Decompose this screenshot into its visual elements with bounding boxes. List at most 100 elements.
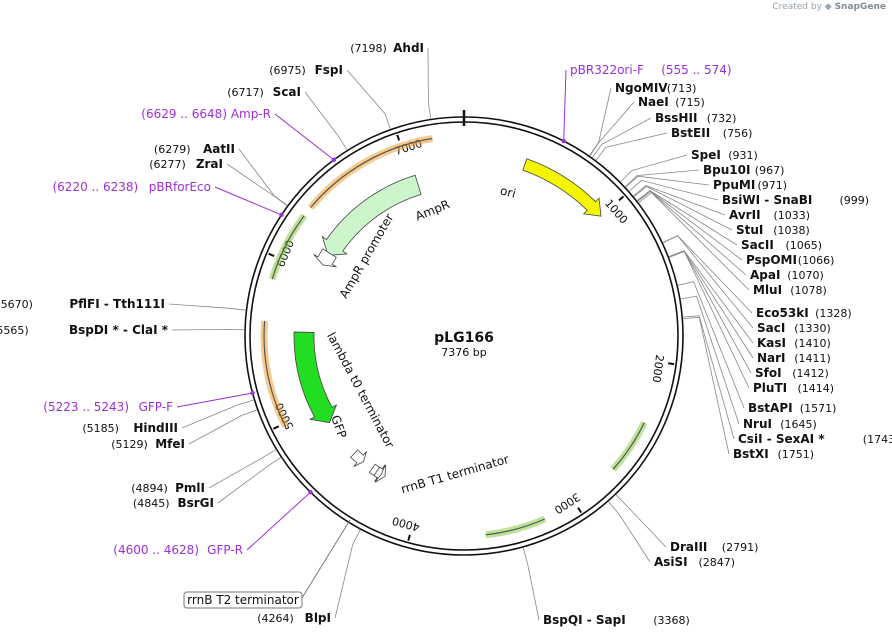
primer-range: (4600 .. 4628) <box>113 543 199 557</box>
enzyme-saci: SacI(1330) <box>757 321 831 335</box>
enzyme-name: BstAPI <box>748 401 793 415</box>
enzyme-name: Eco53kI <box>756 306 809 320</box>
primer-connector <box>246 491 311 551</box>
enzyme-connector <box>304 91 348 151</box>
enzyme-connector <box>668 250 754 344</box>
enzyme-name: BstEII <box>671 126 710 140</box>
enzyme-name: MluI <box>753 283 782 297</box>
enzyme-position: (5565) <box>0 324 29 337</box>
primer-gfp-r: GFP-R(4600 .. 4628) <box>113 489 313 557</box>
enzyme-position: (6717) <box>227 86 264 99</box>
enzyme-position: (1414) <box>798 382 835 395</box>
enzyme-naei: NaeI(715) <box>638 95 705 109</box>
enzyme-mlui: MluI (1078) <box>753 283 827 297</box>
enzyme-position: (6975) <box>269 64 306 77</box>
enzyme-bsshii: BssHII(732) <box>655 111 736 125</box>
ruler-tick <box>272 425 280 430</box>
primer-connector <box>214 186 282 216</box>
enzyme-position: (1571) <box>800 402 837 415</box>
enzyme-position: (1078) <box>790 284 827 297</box>
enzyme-position: (999) <box>840 194 870 207</box>
enzyme-position: (713) <box>667 82 697 95</box>
ruler-tick <box>618 195 625 202</box>
enzyme-draiii: DraIII(2791) <box>670 540 758 554</box>
primer-name: pBRforEco <box>149 180 211 194</box>
enzyme-bsrgi: BsrGI(4845) <box>133 496 214 510</box>
enzyme-name: PflFI - Tth111I <box>69 297 165 311</box>
ruler-label: 4000 <box>391 514 421 534</box>
enzyme-connector <box>589 101 635 156</box>
enzyme-position: (4894) <box>131 482 168 495</box>
enzyme-position: (5129) <box>111 438 148 451</box>
enzyme-ngomiv: NgoMIV(713) <box>615 81 696 95</box>
enzyme-zrai: ZraI(6277) <box>149 157 223 171</box>
ruler-tick <box>407 534 411 541</box>
enzyme-bsteii: BstEII (756) <box>671 126 752 140</box>
primer-labels: pBR322ori-F(555 .. 574)Amp-R(6629 .. 664… <box>43 63 731 557</box>
orf-arrow <box>485 515 547 539</box>
ruler-label: 2000 <box>650 354 667 383</box>
orf-line <box>310 137 433 208</box>
enzyme-name: StuI <box>736 223 763 237</box>
enzyme-ahdi: AhdI(7198) <box>350 41 424 55</box>
enzyme-position: (1411) <box>794 352 831 365</box>
enzyme-name: MfeI <box>155 437 185 451</box>
feature-label-rrnb-t2-terminator: rrnB T2 terminator <box>183 519 351 609</box>
enzyme-position: (967) <box>755 164 785 177</box>
orf-arrow <box>268 213 308 281</box>
enzyme-position: (756) <box>723 127 753 140</box>
enzyme-name: CsiI - SexAI * <box>738 432 825 446</box>
enzyme-connector <box>589 87 612 156</box>
enzyme-name: HindIII <box>133 421 178 435</box>
enzyme-connector <box>595 132 668 161</box>
enzyme-sfoi: SfoI(1412) <box>755 366 829 380</box>
enzyme-scai: ScaI(6717) <box>227 85 301 99</box>
enzyme-position: (4845) <box>133 497 170 510</box>
enzyme-connector <box>669 250 750 389</box>
primer-connector <box>176 392 253 408</box>
enzyme-nari: NarI(1411) <box>757 351 831 365</box>
feature-ampr-promoter-arrow <box>313 248 337 268</box>
enzyme-connector <box>638 192 750 291</box>
orf-line <box>485 518 546 536</box>
feature-label-rrnb-t1-terminator: rrnB T1 terminator <box>399 452 510 496</box>
enzyme-connector <box>171 328 245 331</box>
enzyme-connector <box>680 295 740 425</box>
primer-pbr322ori-f: pBR322ori-F(555 .. 574) <box>561 63 732 144</box>
enzyme-connector <box>208 449 276 489</box>
ruler-tick <box>668 362 675 366</box>
enzyme-position: (1743) <box>863 433 892 446</box>
enzyme-position: (7198) <box>350 42 387 55</box>
enzyme-connector <box>683 315 735 440</box>
enzyme-ppumi: PpuMI(971) <box>713 178 787 192</box>
enzyme-position: (6279) <box>154 143 191 156</box>
enzyme-fspi: FspI(6975) <box>269 63 343 77</box>
primer-name: GFP-F <box>139 400 174 414</box>
enzyme-connector <box>620 154 688 182</box>
enzyme-pflfi-tth111i: PflFI - Tth111I (5670) <box>0 297 165 311</box>
snapgene-credit: Created by ◆ SnapGene <box>772 2 886 12</box>
feature-label-gfp: GFP <box>328 413 349 440</box>
enzyme-position: (1033) <box>774 209 811 222</box>
feature-gfp-arrow <box>293 331 338 424</box>
enzyme-position: (1410) <box>794 337 831 350</box>
plasmid-name: pLG166 <box>434 330 494 346</box>
enzyme-position: (4264) <box>257 612 294 625</box>
enzyme-name: BssHII <box>655 111 697 125</box>
enzyme-position: (5670) <box>0 298 33 311</box>
enzyme-position: (715) <box>675 96 705 109</box>
orf-line <box>271 215 305 280</box>
enzyme-connector <box>592 117 652 158</box>
enzyme-name: Bpu10I <box>703 163 750 177</box>
enzyme-position: (1412) <box>792 367 829 380</box>
primer-connector <box>563 69 567 142</box>
enzyme-connector <box>181 399 254 429</box>
credit-brand: SnapGene <box>834 2 886 12</box>
enzyme-name: NgoMIV <box>615 81 668 95</box>
enzyme-position: (1066) <box>798 254 835 267</box>
enzyme-eco53ki: Eco53kI(1328) <box>756 306 852 320</box>
orf-arrows <box>260 135 648 539</box>
enzyme-connector <box>608 501 651 563</box>
